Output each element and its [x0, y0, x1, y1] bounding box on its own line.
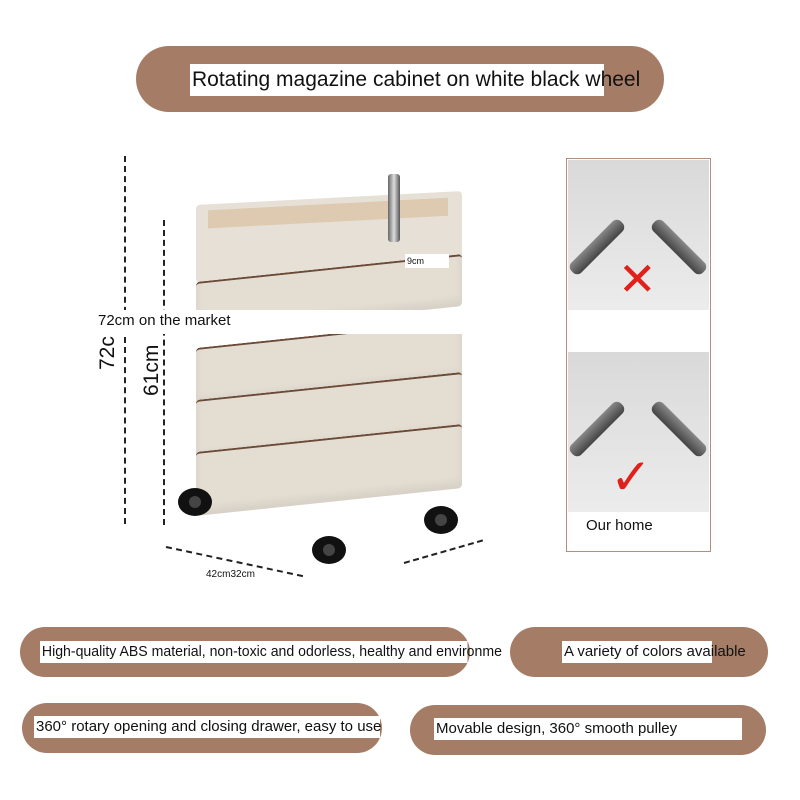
rod	[649, 399, 709, 459]
title: Rotating magazine cabinet on white black…	[190, 64, 640, 96]
rod	[649, 217, 709, 277]
dimension-line-body	[163, 220, 165, 525]
dimension-line-total	[124, 156, 126, 524]
wheel	[178, 488, 212, 516]
feature-rotary: 360° rotary opening and closing drawer, …	[34, 716, 428, 738]
base-size-label: 42cm32cm	[206, 569, 255, 580]
check-mark-icon: ✓	[610, 449, 652, 505]
dimension-line-width	[403, 539, 484, 564]
blank-label	[568, 310, 690, 335]
top-tray	[208, 197, 448, 229]
handle-height-label: 9cm	[405, 254, 449, 268]
x-mark-icon: ✕	[618, 253, 657, 305]
feature-movable: Movable design, 360° smooth pulley	[434, 718, 742, 740]
wheel	[424, 506, 458, 534]
total-height-label: 72c	[96, 336, 119, 370]
our-home-label: Our home	[584, 514, 690, 538]
feature-material: High-quality ABS material, non-toxic and…	[40, 641, 504, 663]
competitor-photo: ✕	[567, 160, 709, 310]
comparison-panel	[566, 158, 711, 552]
our-photo: ✓	[567, 352, 709, 512]
handle-rod	[388, 174, 400, 242]
market-height-label: 72cm on the market	[96, 310, 466, 334]
wheel	[312, 536, 346, 564]
body-height-label: 61cm	[140, 344, 163, 396]
feature-colors: A variety of colors available	[562, 641, 760, 663]
